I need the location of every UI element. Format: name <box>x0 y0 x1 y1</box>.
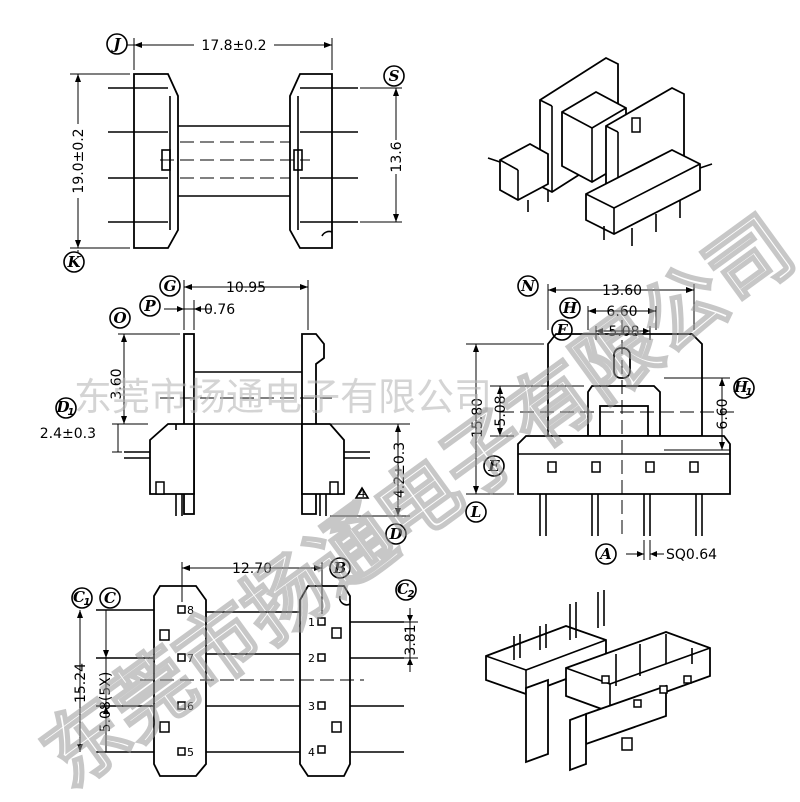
dim-13-6: 13.6 <box>389 141 405 172</box>
dim-5-08-5x: 5.08(5X) <box>98 672 114 733</box>
note-4: 4 <box>359 487 366 500</box>
dim-12-70: 12.70 <box>232 561 272 577</box>
pin-7: 7 <box>187 652 194 665</box>
front-view: 13.60 6.60 5.08 15.80 5.08 6.60 <box>465 275 755 565</box>
pin-5: 5 <box>187 746 194 759</box>
label-l: L <box>470 503 482 521</box>
label-c: C <box>104 589 116 607</box>
label-a: A <box>598 545 612 563</box>
dim-5-08-top: 5.08 <box>608 324 639 340</box>
label-c2-sub: 2 <box>408 589 415 600</box>
watermark-line: 东莞市扬通电子有限公司 <box>74 375 492 419</box>
label-n: N <box>520 277 536 295</box>
label-c1: C <box>73 588 85 606</box>
label-d1-sub: 1 <box>68 407 75 418</box>
label-g: G <box>164 277 177 295</box>
dim-2-4: 2.4±0.3 <box>40 426 96 442</box>
label-b: B <box>333 559 347 577</box>
pin-6: 6 <box>187 700 194 713</box>
label-k: K <box>66 253 81 271</box>
label-j: J <box>110 35 121 53</box>
label-c1-sub: 1 <box>84 597 91 608</box>
dim-0-76: 0.76 <box>204 302 235 318</box>
dim-17-8: 17.8±0.2 <box>201 38 266 54</box>
dim-6-60-top: 6.60 <box>606 304 637 320</box>
label-f: F <box>556 321 569 339</box>
dim-13-60: 13.60 <box>602 283 642 299</box>
label-c2: C <box>397 580 409 598</box>
isometric-view-bottom <box>485 590 711 772</box>
pin-4: 4 <box>308 746 315 759</box>
pin-8: 8 <box>187 604 194 617</box>
label-h1-sub: 1 <box>746 387 753 398</box>
dim-3-81: 3.81 <box>403 624 419 655</box>
pin-3: 3 <box>308 700 315 713</box>
dim-10-95: 10.95 <box>226 280 266 296</box>
label-h1: H <box>733 378 749 396</box>
label-d1: D <box>55 398 69 416</box>
label-s: S <box>389 67 400 85</box>
label-p: P <box>143 297 156 315</box>
pin-1: 1 <box>308 616 315 629</box>
dim-5-08-side: 5.08 <box>493 395 509 426</box>
label-o: O <box>113 309 126 327</box>
dim-15-80: 15.80 <box>470 398 486 438</box>
dim-3-60: 3.60 <box>109 368 125 399</box>
isometric-view-top <box>487 56 713 246</box>
dim-19-0: 19.0±0.2 <box>71 128 87 193</box>
label-h: H <box>562 299 578 317</box>
pin-2: 2 <box>308 652 315 665</box>
top-view: 17.8±0.2 19.0±0.2 13.6 J S K <box>63 33 405 273</box>
dim-15-24: 15.24 <box>73 663 89 703</box>
dim-6-60-side: 6.60 <box>715 398 731 429</box>
bottom-view: 8 7 6 5 1 2 3 4 12.70 3.81 15.24 5.08(5X… <box>71 557 419 777</box>
dim-sq0-64: SQ0.64 <box>666 547 717 563</box>
side-view: 10.95 0.76 3.60 2.4±0.3 4.2±0.3 4 G P O <box>40 275 410 545</box>
dim-4-2: 4.2±0.3 <box>392 442 408 498</box>
watermark-big: 东莞市扬通电子有限公司 <box>26 199 800 802</box>
label-d: D <box>388 525 402 543</box>
label-e: E <box>487 457 500 475</box>
